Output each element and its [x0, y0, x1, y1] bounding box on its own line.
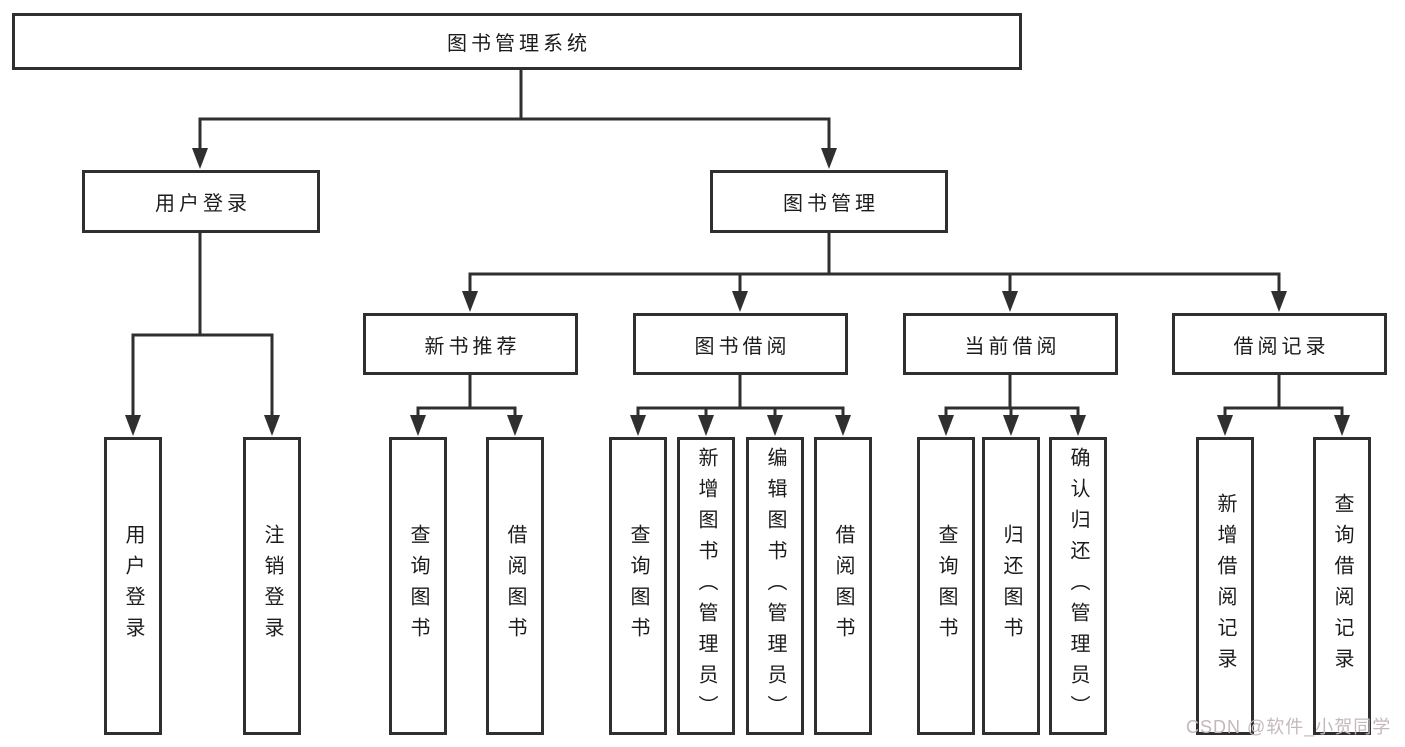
watermark-text: CSDN @软件_小贺同学 [1186, 717, 1392, 737]
node-current-borrowing: 当前借阅 [903, 313, 1118, 375]
leaf-label: 查询图书 [935, 524, 957, 648]
leaf-confirm-return-admin: 确认归还（管理员） [1049, 437, 1107, 735]
leaf-label: 查询图书 [407, 524, 429, 648]
leaf-query-books-borrow: 查询图书 [609, 437, 667, 735]
arrowheads [125, 148, 1350, 436]
node-label: 图书管理系统 [447, 33, 591, 55]
leaf-label: 借阅图书 [504, 524, 526, 648]
leaf-return-books: 归还图书 [982, 437, 1040, 735]
node-label: 当前借阅 [964, 335, 1061, 358]
node-user-login: 用户登录 [82, 170, 320, 233]
node-label: 借阅记录 [1233, 335, 1330, 358]
node-book-borrowing: 图书借阅 [633, 313, 848, 375]
node-borrowing-records: 借阅记录 [1172, 313, 1387, 375]
leaf-label: 注销登录 [261, 524, 283, 648]
leaf-add-borrow-record: 新增借阅记录 [1196, 437, 1254, 735]
node-book-management: 图书管理 [710, 170, 948, 233]
leaf-add-books-admin: 新增图书（管理员） [677, 437, 735, 735]
leaf-logout: 注销登录 [243, 437, 301, 735]
leaf-borrow-books: 借阅图书 [814, 437, 872, 735]
node-library-management-system: 图书管理系统 [12, 13, 1022, 70]
leaf-query-books-recommend: 查询图书 [389, 437, 447, 735]
leaf-label: 借阅图书 [832, 524, 854, 648]
leaf-borrow-books-recommend: 借阅图书 [486, 437, 544, 735]
leaf-label: 查询借阅记录 [1331, 493, 1353, 679]
node-label: 用户登录 [155, 193, 251, 215]
leaf-label: 新增图书（管理员） [695, 446, 717, 726]
leaf-user-login: 用户登录 [104, 437, 162, 735]
leaf-label: 查询图书 [627, 524, 649, 648]
leaf-label: 编辑图书（管理员） [764, 446, 786, 726]
leaf-label: 新增借阅记录 [1214, 493, 1236, 679]
node-label: 图书管理 [783, 193, 879, 215]
leaf-label: 确认归还（管理员） [1067, 446, 1089, 726]
leaf-query-books-current: 查询图书 [917, 437, 975, 735]
node-label: 图书借阅 [694, 335, 791, 358]
leaf-query-borrow-record: 查询借阅记录 [1313, 437, 1371, 735]
leaf-edit-books-admin: 编辑图书（管理员） [746, 437, 804, 735]
leaf-label: 归还图书 [1000, 524, 1022, 648]
leaf-label: 用户登录 [122, 524, 144, 648]
node-label: 新书推荐 [424, 335, 521, 358]
node-new-book-recommendation: 新书推荐 [363, 313, 578, 375]
